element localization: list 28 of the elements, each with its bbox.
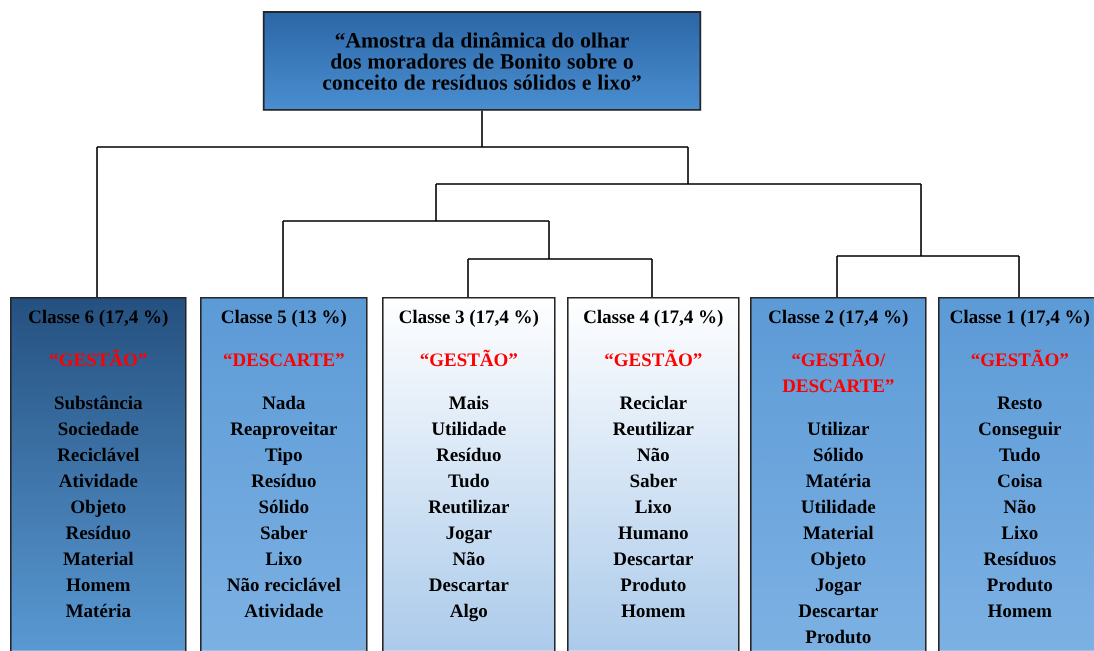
class-box: Classe 6 (17,4 %) “GESTÃO” Substância Sociedade Reciclável Atividade Objeto Resíduo Material Homem Matéria xyxy=(10,297,187,651)
tree-connector xyxy=(282,220,284,298)
tree-connector xyxy=(1018,255,1020,298)
tree-connector xyxy=(651,258,653,298)
tree-connector xyxy=(96,146,483,148)
tree-connector xyxy=(96,146,98,298)
tree-connector xyxy=(687,146,689,185)
tree-connector xyxy=(435,183,689,185)
tree-connector xyxy=(435,220,550,222)
tree-connector xyxy=(836,255,838,298)
tree-connector xyxy=(920,183,922,257)
tree-connector xyxy=(467,258,469,298)
class-box: Classe 1 (17,4 %) “GESTÃO” Resto Conseguir Tudo Coisa Não Lixo Resíduos Produto Homem xyxy=(938,297,1094,651)
class-box: Classe 4 (17,4 %) “GESTÃO” Reciclar Reutilizar Não Saber Lixo Humano Descartar Produto Homem xyxy=(567,297,740,651)
class-box: Classe 2 (17,4 %) “GESTÃO/ DESCARTE” Utilizar Sólido Matéria Utilidade Material Objeto Jogar Descartar Produto xyxy=(750,297,927,651)
title-box: “Amostra da dinâmica do olhar dos moradores de Bonito sobre o conceito de resíduos sólidos e lixo” xyxy=(262,11,702,111)
tree-connector xyxy=(548,258,653,260)
tree-connector xyxy=(435,183,437,222)
tree-connector xyxy=(481,146,689,148)
class-box: Classe 3 (17,4 %) “GESTÃO” Mais Utilidade Resíduo Tudo Reutilizar Jogar Não Descartar Algo xyxy=(382,297,556,651)
tree-connector xyxy=(836,255,922,257)
class-box: Classe 5 (13 %) “DESCARTE” Nada Reaproveitar Tipo Resíduo Sólido Saber Lixo Não reciclável Atividade xyxy=(200,297,368,651)
tree-connector xyxy=(282,220,437,222)
tree-connector xyxy=(481,110,483,148)
tree-connector xyxy=(920,255,1020,257)
tree-connector xyxy=(548,220,550,260)
tree-connector xyxy=(687,183,922,185)
tree-connector xyxy=(467,258,550,260)
